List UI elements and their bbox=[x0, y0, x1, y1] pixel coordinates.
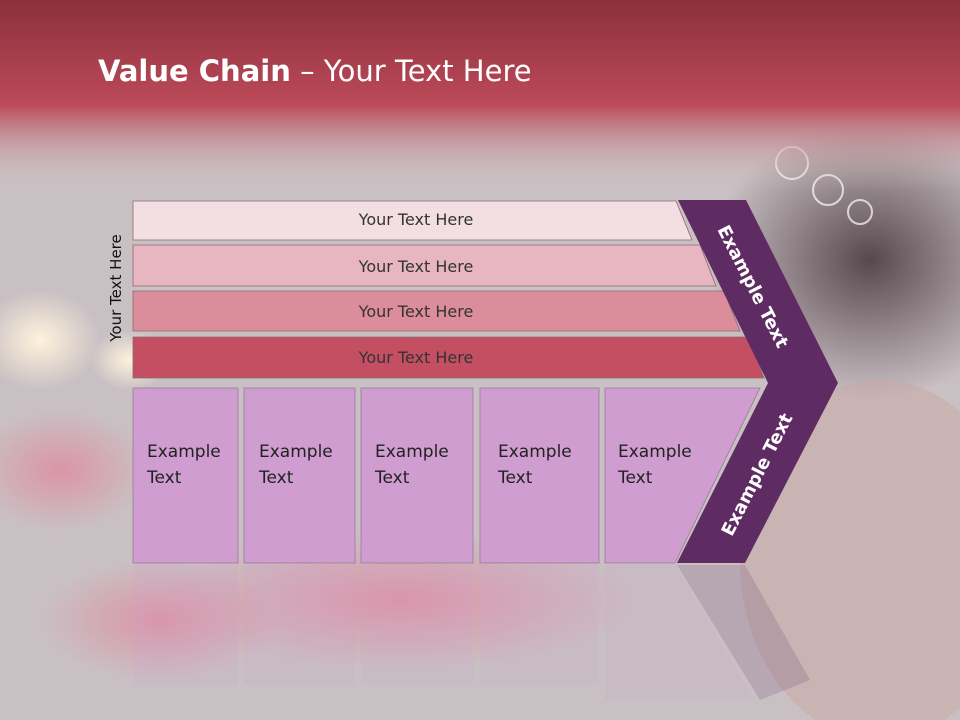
box-3-line1: Example bbox=[375, 442, 449, 462]
box-5 bbox=[604, 387, 761, 564]
bar-1 bbox=[132, 200, 693, 241]
box-5-line1: Example bbox=[618, 442, 692, 462]
box-4-line2: Text bbox=[498, 468, 533, 488]
box-4-line1: Example bbox=[498, 442, 572, 462]
box-2-line2: Text bbox=[259, 468, 294, 488]
chevron-arrow bbox=[677, 200, 838, 563]
bar-3 bbox=[132, 290, 741, 332]
bar-2 bbox=[132, 244, 717, 287]
bar-1-label: Your Text Here bbox=[358, 210, 474, 229]
box-5-line2: Text bbox=[618, 468, 653, 488]
box-3-text: Example Text bbox=[375, 439, 471, 491]
bar-3-label: Your Text Here bbox=[358, 302, 474, 321]
box-2-text: Example Text bbox=[259, 439, 355, 491]
box-4-text: Example Text bbox=[498, 439, 594, 491]
box-1 bbox=[132, 387, 239, 564]
box-2-line1: Example bbox=[259, 442, 333, 462]
bar-2-label: Your Text Here bbox=[358, 257, 474, 276]
box-2 bbox=[243, 387, 356, 564]
box-4 bbox=[479, 387, 600, 564]
title-rest: – Your Text Here bbox=[290, 54, 532, 88]
diagram-reflection bbox=[133, 565, 810, 700]
box-3 bbox=[360, 387, 474, 564]
box-5-text: Example Text bbox=[618, 439, 714, 491]
bar-4-label: Your Text Here bbox=[358, 348, 474, 367]
slide-title: Value Chain – Your Text Here bbox=[98, 54, 532, 88]
bar-4 bbox=[132, 336, 765, 379]
box-3-line2: Text bbox=[375, 468, 410, 488]
box-1-text: Example Text bbox=[147, 439, 243, 491]
title-bold: Value Chain bbox=[98, 54, 291, 88]
box-1-line1: Example bbox=[147, 442, 221, 462]
box-1-line2: Text bbox=[147, 468, 182, 488]
